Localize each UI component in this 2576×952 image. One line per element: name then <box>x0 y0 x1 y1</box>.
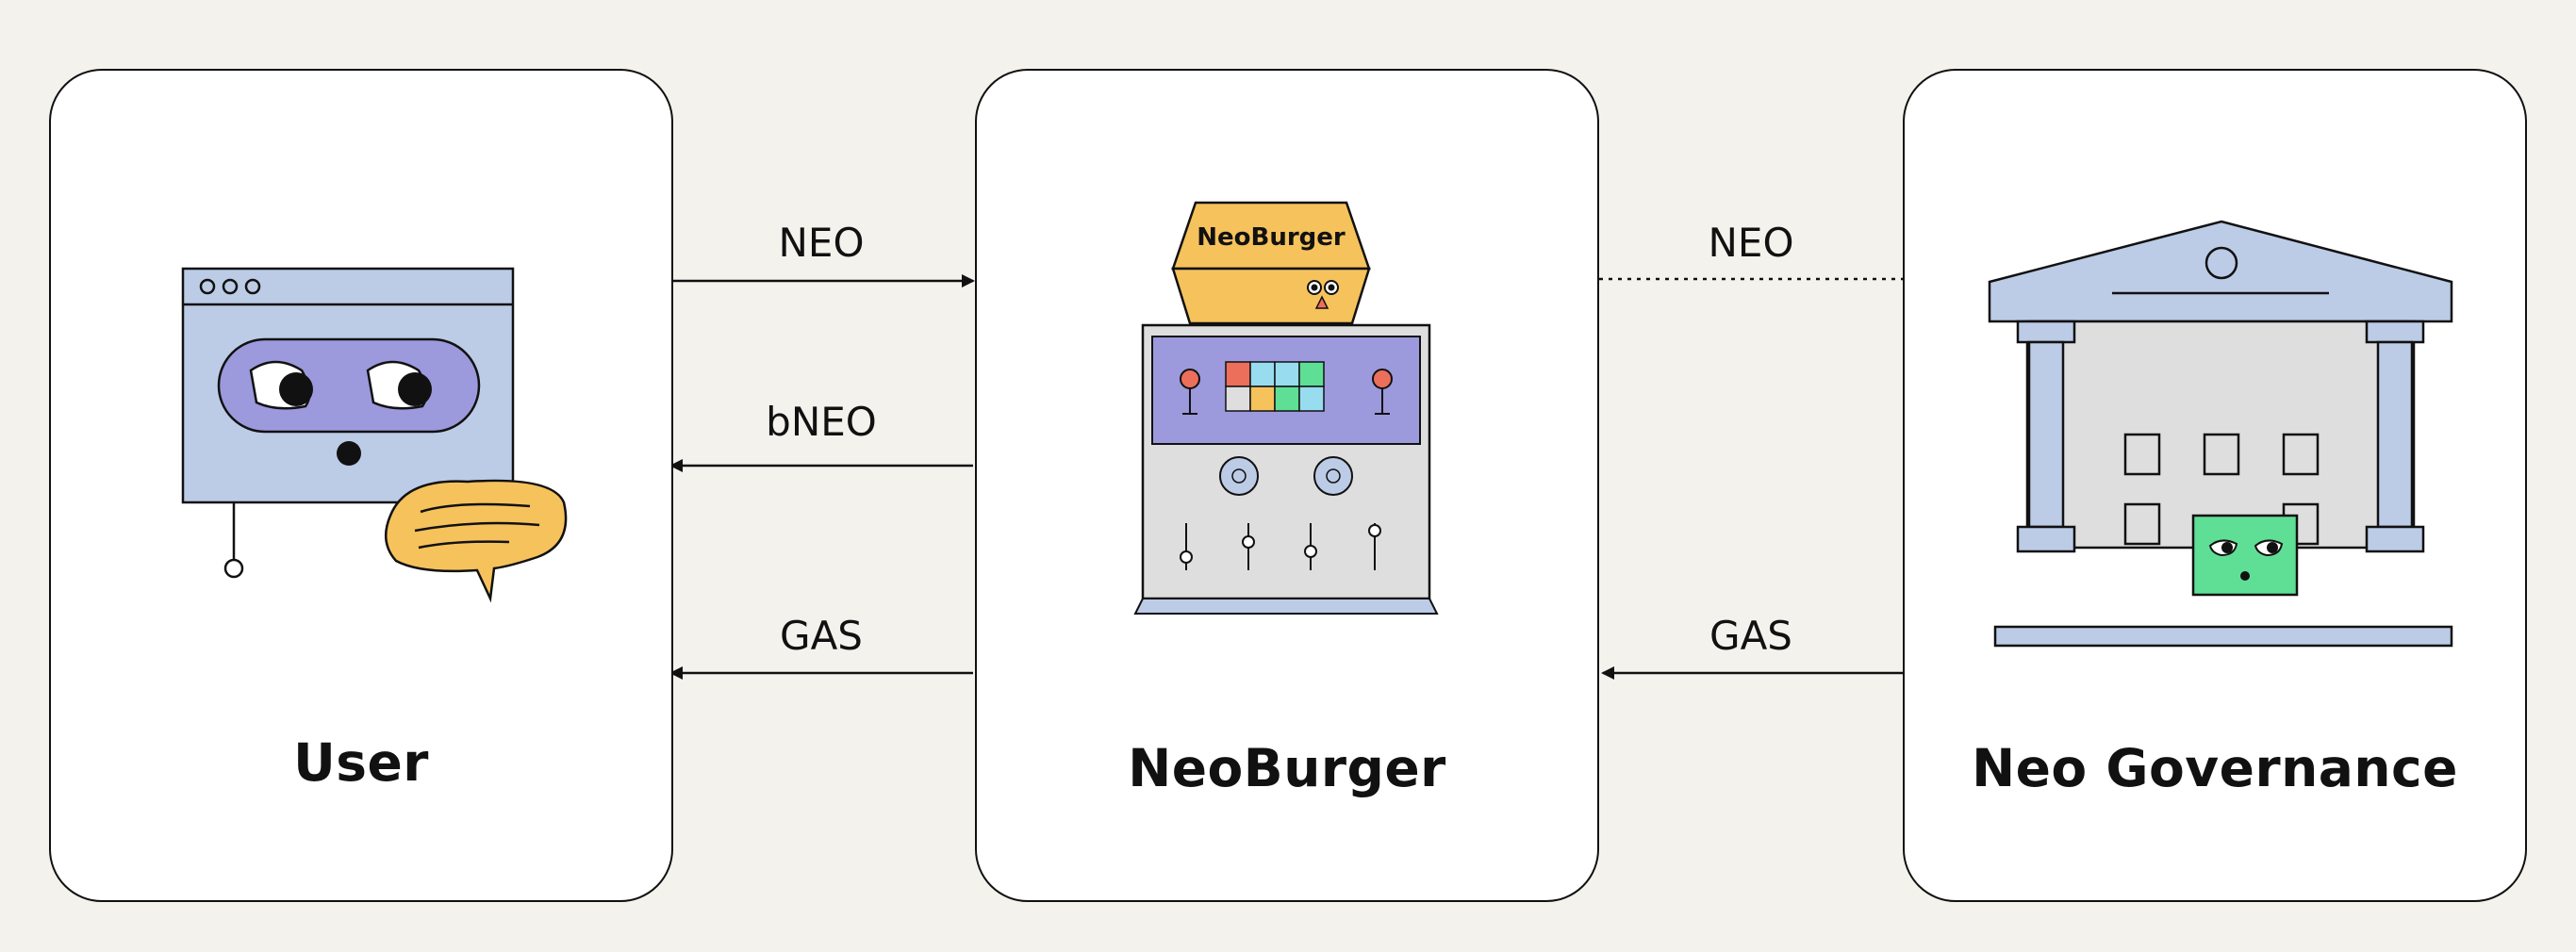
neoburger-title: NeoBurger <box>1128 738 1446 798</box>
window-dot-icon <box>222 278 239 295</box>
user-card: User <box>49 69 673 902</box>
window-dot-icon <box>244 278 261 295</box>
governance-building-illustration <box>1988 220 2453 648</box>
dial-icon <box>1313 456 1353 496</box>
governance-card: Neo Governance <box>1903 69 2527 902</box>
edge-label-neo-2: NEO <box>1708 220 1794 266</box>
edge-label-gas-1: GAS <box>780 613 863 659</box>
neoburger-card: NeoBurger <box>975 69 1599 902</box>
speech-bubble-icon <box>384 479 568 603</box>
user-illustration <box>181 267 568 603</box>
user-title: User <box>293 732 429 793</box>
machine-sign: NeoBurger <box>1197 223 1346 252</box>
edge-label-gas-2: GAS <box>1709 613 1792 659</box>
governance-title: Neo Governance <box>1972 738 2458 798</box>
neoburger-machine-illustration: NeoBurger <box>1133 201 1439 615</box>
edge-label-neo-1: NEO <box>778 220 865 266</box>
window-dot-icon <box>199 278 216 295</box>
edge-label-bneo: bNEO <box>766 399 877 445</box>
dial-icon <box>1219 456 1259 496</box>
